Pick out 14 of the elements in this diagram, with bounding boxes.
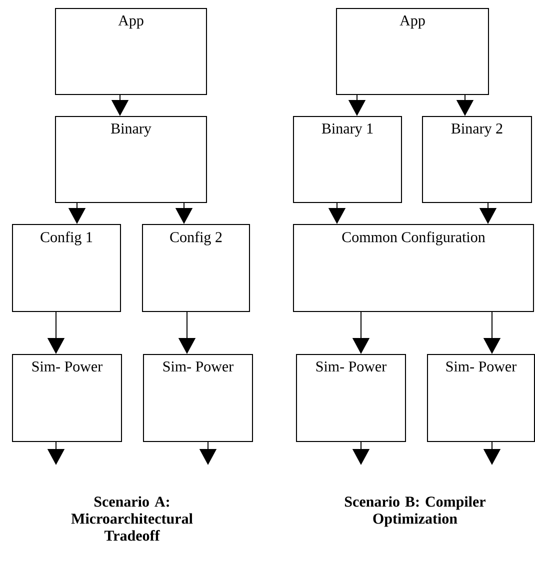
process-box: Sim- Power [427, 354, 535, 442]
process-box: Sim- Power [12, 354, 122, 442]
process-box: Common Configuration [293, 224, 534, 312]
process-box: Sim- Power [143, 354, 253, 442]
process-box: Binary [55, 116, 207, 203]
process-box: App [55, 8, 207, 95]
scenario-caption: Scenario B: Compiler Optimization [344, 496, 486, 527]
process-box: App [336, 8, 489, 95]
process-box: Binary 1 [293, 116, 402, 203]
process-box: Config 2 [142, 224, 250, 312]
process-box: Config 1 [12, 224, 121, 312]
process-box: Binary 2 [422, 116, 532, 203]
scenario-caption: Scenario A: Microarchitectural Tradeoff [71, 496, 193, 541]
process-box: Sim- Power [296, 354, 406, 442]
